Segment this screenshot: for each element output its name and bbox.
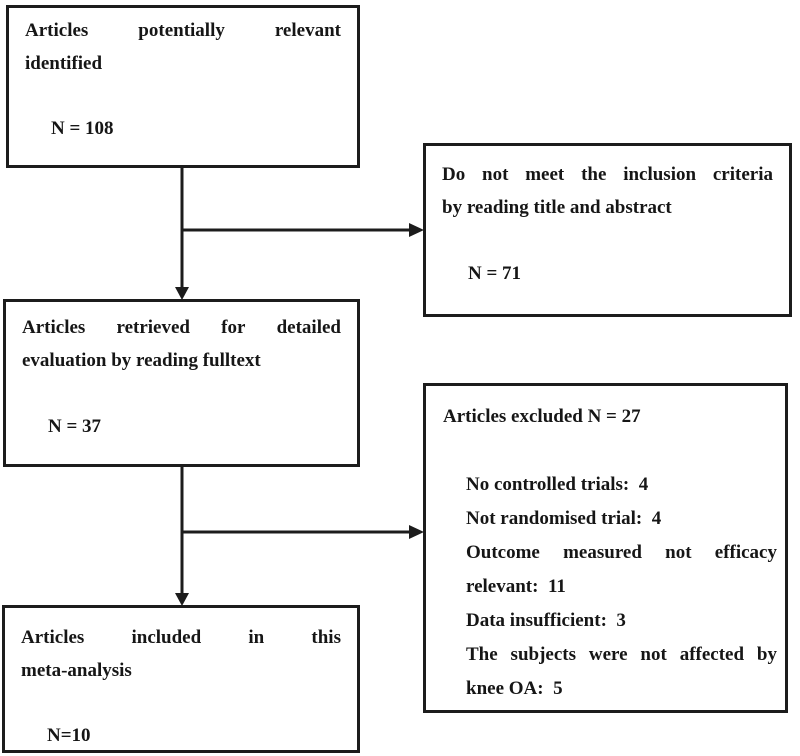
arrow-identified-to-retrieved: [175, 168, 189, 300]
count-label: N = 71: [468, 263, 522, 284]
exclusion-reason-list: No controlled trials: 4 Not randomised t…: [466, 468, 777, 706]
exclusion-reason: Data insufficient: 3: [466, 610, 626, 631]
count-label: N = 108: [51, 118, 114, 139]
count-label: N = 37: [48, 416, 102, 437]
arrow-to-excluded-title-abstract: [182, 223, 424, 237]
text-line: meta-analysis: [21, 660, 132, 681]
text-line: identified: [25, 53, 103, 74]
text-line: by reading title and abstract: [442, 197, 672, 218]
excluded-title: Articles excluded N = 27: [443, 406, 641, 427]
exclusion-reason: Outcome measured not efficacy relevant: …: [466, 542, 777, 597]
arrow-retrieved-to-included: [175, 467, 189, 606]
arrow-to-excluded-fulltext: [182, 525, 424, 539]
box-excluded-fulltext: Articles excluded N = 27 No controlled t…: [423, 383, 788, 713]
count-label: N=10: [47, 725, 91, 746]
exclusion-reason: No controlled trials: 4: [466, 474, 649, 495]
exclusion-reason: The subjects were not affected by knee O…: [466, 644, 777, 699]
text-line: evaluation by reading fulltext: [22, 350, 261, 371]
exclusion-reason: Not randomised trial: 4: [466, 508, 662, 529]
